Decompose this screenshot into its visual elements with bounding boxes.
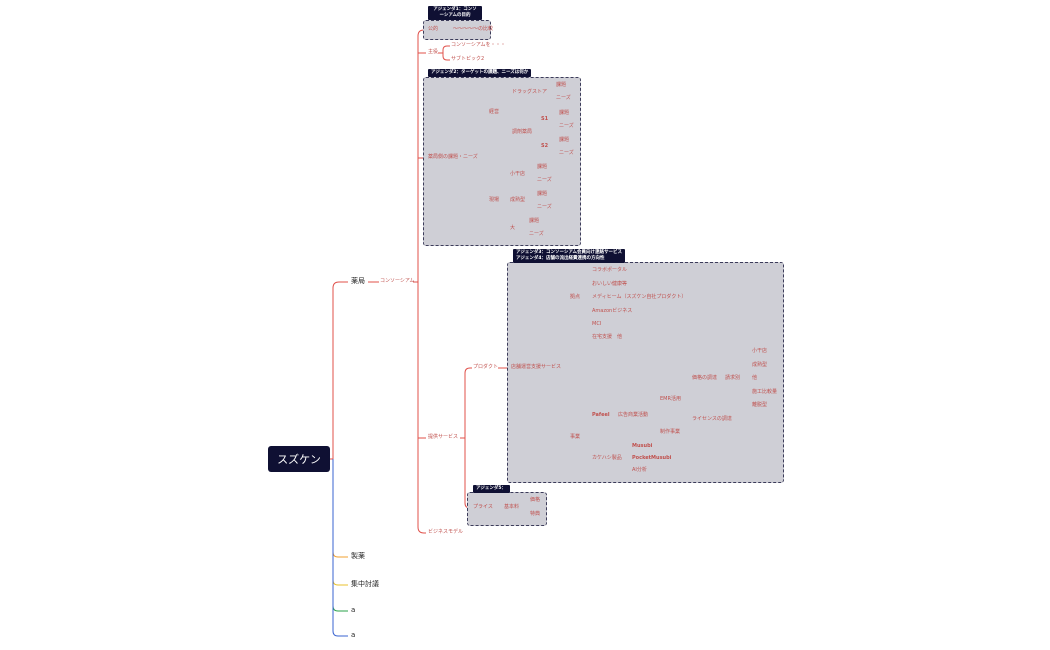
node-jouhou[interactable]: 店舗運営支援サービス (511, 364, 562, 370)
node-jigyo[interactable]: 事業 (570, 434, 581, 440)
node-kyuyo[interactable]: 提供サービス (428, 434, 459, 440)
level1-a1[interactable]: a (351, 606, 356, 614)
agenda2-box (423, 77, 581, 246)
node-consortium[interactable]: コンソーシアム (380, 278, 415, 284)
node-large-needs[interactable]: ニーズ (529, 231, 544, 237)
node-koutei[interactable]: 公的 (428, 26, 439, 32)
level1-a2[interactable]: a (351, 631, 356, 639)
node-seisaku[interactable]: 制作事業 (660, 429, 681, 435)
node-keiri-c[interactable]: 請求別 (725, 375, 741, 381)
node-p6[interactable]: 在宅支援 他 (592, 334, 623, 340)
node-drug-needs[interactable]: ニーズ (556, 95, 571, 101)
node-kihon[interactable]: 基本料 (504, 504, 520, 510)
node-price[interactable]: プライス (473, 504, 493, 510)
node-large-kadai[interactable]: 課題 (529, 218, 540, 224)
node-mid-kadai[interactable]: 課題 (537, 191, 548, 197)
node-m2[interactable]: PocketMusubi (632, 455, 672, 461)
agenda1-tag[interactable]: アジェンダ1：コンソ ーシアムの目的 (428, 6, 482, 20)
node-mid[interactable]: 成熟型 (510, 197, 526, 203)
node-kaiyou[interactable]: カケハシ製品 (592, 455, 622, 461)
node-s2[interactable]: S2 (541, 143, 549, 149)
node-license[interactable]: ライセンスの調達 (692, 416, 732, 422)
node-e4[interactable]: 施工比較量 (752, 389, 778, 395)
level1-seiyaku[interactable]: 製薬 (351, 552, 365, 560)
node-pr1[interactable]: 価格 (530, 497, 541, 503)
node-koukoku[interactable]: 広告商業活動 (618, 412, 649, 418)
node-m1[interactable]: Musubi (632, 443, 653, 449)
agenda5-box (467, 492, 547, 526)
node-p1[interactable]: コラボポータル (592, 267, 628, 273)
node-s1-needs[interactable]: ニーズ (559, 123, 574, 129)
node-p3[interactable]: メディヒーム（スズケン自社プロダクト） (592, 294, 687, 300)
node-shuyaku[interactable]: 主役 (428, 49, 439, 55)
node-mid-needs[interactable]: ニーズ (537, 204, 552, 210)
node-keiei[interactable]: 経営 (489, 109, 500, 115)
node-drugstore[interactable]: ドラッグストア (512, 89, 548, 95)
node-small[interactable]: 小干店 (510, 171, 526, 177)
node-kyoten[interactable]: 拠点 (570, 294, 581, 300)
node-small-needs[interactable]: ニーズ (537, 177, 552, 183)
agenda1-box (423, 20, 491, 40)
node-chosai[interactable]: 調剤薬局 (512, 129, 533, 135)
node-s1-kadai[interactable]: 課題 (559, 110, 570, 116)
node-genba[interactable]: 現場 (489, 197, 500, 203)
node-emr[interactable]: EMR活用 (660, 396, 681, 402)
level1-yakkyoku[interactable]: 薬局 (351, 277, 365, 285)
node-s2-needs[interactable]: ニーズ (559, 150, 574, 156)
node-s1[interactable]: S1 (541, 116, 549, 122)
agenda5-tag[interactable]: アジェンダ5： (473, 485, 510, 493)
node-e5[interactable]: 離脱型 (752, 402, 768, 408)
node-pr2[interactable]: 特典 (530, 511, 541, 517)
node-large[interactable]: 大 (510, 225, 516, 231)
node-koutei-child[interactable]: 〜〜〜〜〜の比較 (453, 26, 494, 32)
node-p5[interactable]: MCI (592, 321, 602, 327)
node-shuyaku-c2[interactable]: サブトピック2 (451, 56, 485, 62)
agenda2-tag[interactable]: アジェンダ2：ターゲットの課題、ニーズは何か (428, 69, 532, 77)
node-s2-kadai[interactable]: 課題 (559, 137, 570, 143)
node-biz[interactable]: ビジネスモデル (428, 529, 464, 535)
node-product[interactable]: プロダクト (473, 364, 499, 370)
node-m3[interactable]: AI分析 (632, 467, 647, 473)
node-drug-kadai[interactable]: 課題 (556, 82, 567, 88)
node-e1[interactable]: 小干店 (752, 348, 768, 354)
node-e2[interactable]: 成熟型 (752, 362, 768, 368)
agenda3-tag[interactable]: アジェンダ3：コンソーシアム会員向け連絡サービス アジェンダ4：店舗の流出経費連… (513, 249, 626, 263)
level1-shuchu[interactable]: 集中討議 (351, 580, 379, 588)
node-keiri[interactable]: 価格の調達 (692, 375, 718, 381)
node-shuyaku-c1[interactable]: コンソーシアムを・・・ (451, 42, 506, 48)
agenda3-box (507, 262, 784, 483)
node-p2[interactable]: おいしい健康等 (592, 281, 628, 287)
root-node[interactable]: スズケン (268, 446, 330, 472)
node-p4[interactable]: Amazonビジネス (592, 308, 633, 314)
node-e3[interactable]: 他 (752, 375, 758, 381)
node-pafeel[interactable]: Pafeel (592, 412, 610, 418)
node-small-kadai[interactable]: 課題 (537, 164, 548, 170)
node-target[interactable]: 薬局側の課題・ニーズ (428, 154, 478, 160)
